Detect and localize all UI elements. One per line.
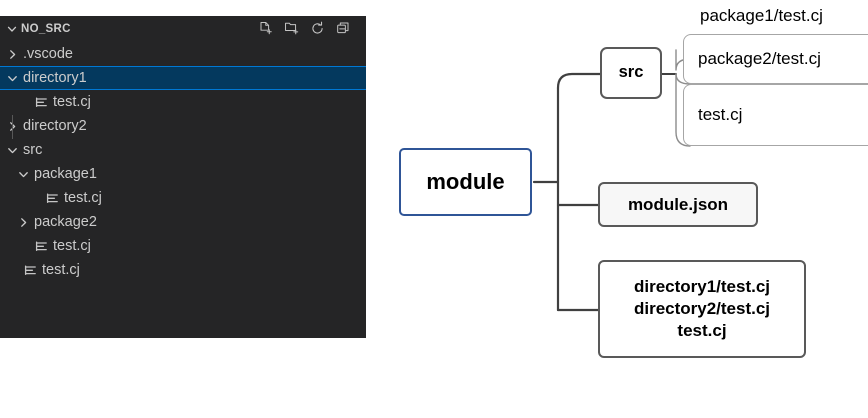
chevron-down-icon[interactable] [4,21,20,37]
tree-row--vscode[interactable]: .vscode [0,42,366,66]
chevron-down-icon[interactable] [4,144,21,157]
tree-row-test-cj[interactable]: test.cj [0,186,366,210]
diagram-label-package1-test: package1/test.cj [700,6,823,25]
chevron-right-icon[interactable] [4,48,21,61]
chevron-down-icon[interactable] [15,168,32,181]
diagram-node-module-json-label: module.json [627,194,729,214]
chevron-right-icon[interactable] [15,216,32,229]
diagram-node-src-label: src [618,63,644,82]
tree-row-label: test.cj [64,190,102,206]
chevron-down-icon[interactable] [4,72,21,85]
tree-row-package1[interactable]: package1 [0,162,366,186]
diagram-node-directories[interactable]: directory1/test.cj directory2/test.cj te… [598,260,806,358]
tree-row-label: test.cj [42,262,80,278]
file-tree[interactable]: .vscode directory1 test.cj directory2 src pac… [0,41,366,282]
tree-row-label: directory1 [23,70,87,86]
explorer-header: NO_SRC [0,16,366,41]
file-icon [43,192,62,205]
file-icon [32,96,51,109]
tree-row-label: package2 [34,214,97,230]
diagram-node-module-json[interactable]: module.json [598,182,758,227]
diagram-node-src-test-label: test.cj [698,105,743,125]
tree-row-label: directory2 [23,118,87,134]
diagram-node-src-test[interactable]: test.cj [683,84,868,146]
tree-row-test-cj[interactable]: test.cj [0,234,366,258]
diagram-node-package2-test[interactable]: package2/test.cj [683,34,868,84]
diagram-node-module[interactable]: module [399,148,532,216]
diagram-directories-line-2: directory2/test.cj [633,299,771,319]
diagram-node-module-label: module [426,168,505,194]
tree-row-package2[interactable]: package2 [0,210,366,234]
file-icon [21,264,40,277]
diagram-node-src[interactable]: src [600,47,662,99]
tree-row-label: test.cj [53,94,91,110]
tree-row-label: .vscode [23,46,73,62]
tree-row-test-cj[interactable]: test.cj [0,258,366,282]
refresh-icon[interactable] [309,20,326,37]
indent-guide [12,115,13,139]
explorer-panel: NO_SRC [0,16,366,338]
tree-row-label: package1 [34,166,97,182]
collapse-all-icon[interactable] [335,20,352,37]
diagram-directories-line-3: test.cj [677,320,727,340]
new-folder-icon[interactable] [283,20,300,37]
explorer-root-title: NO_SRC [21,22,71,35]
tree-row-test-cj[interactable]: test.cj [0,90,366,114]
diagram-node-package2-test-label: package2/test.cj [698,49,821,69]
file-icon [32,240,51,253]
tree-row-label: src [23,142,43,158]
tree-row-directory1[interactable]: directory1 [0,66,366,90]
tree-row-directory2[interactable]: directory2 [0,114,366,138]
explorer-actions [257,20,360,37]
diagram-directories-line-1: directory1/test.cj [633,277,771,297]
tree-row-src[interactable]: src [0,138,366,162]
tree-row-label: test.cj [53,238,91,254]
new-file-icon[interactable] [257,20,274,37]
